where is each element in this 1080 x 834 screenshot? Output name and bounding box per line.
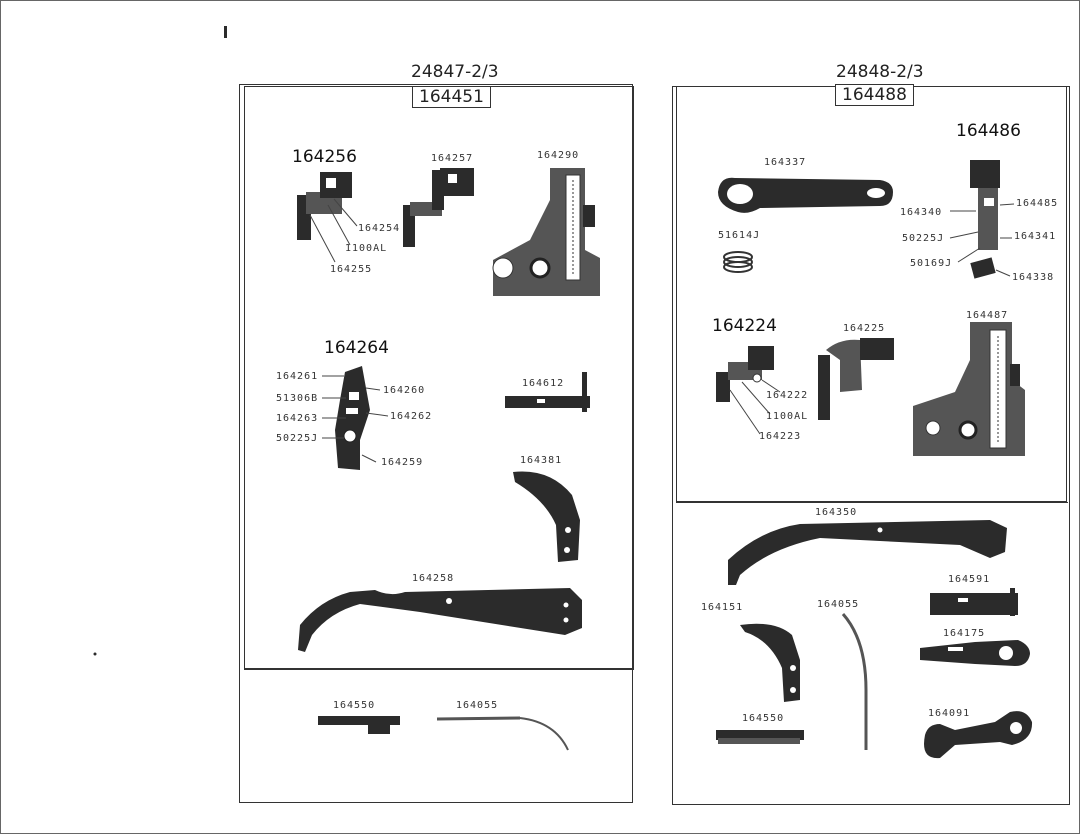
right-group2-title: 164224 (712, 316, 777, 336)
part-164257-drawing (403, 168, 474, 247)
part-label: 164261 (276, 371, 319, 382)
part-164550-left-drawing (318, 716, 400, 734)
part-label-164290: 164290 (537, 150, 580, 161)
part-label: 164222 (766, 390, 809, 401)
part-164175-drawing (920, 640, 1030, 666)
part-164612-drawing (505, 372, 590, 412)
part-label: 1100AL (345, 243, 388, 254)
part-label-164337: 164337 (764, 157, 807, 168)
part-label-164487: 164487 (966, 310, 1009, 321)
part-label: 164338 (1012, 272, 1055, 283)
part-label-164612: 164612 (522, 378, 565, 389)
part-label-164258: 164258 (412, 573, 455, 584)
part-label: 164340 (900, 207, 943, 218)
part-label-164550: 164550 (742, 713, 785, 724)
part-164224-drawing (716, 346, 781, 435)
right-panel-divider (676, 502, 1068, 503)
part-label-51614J: 51614J (718, 230, 761, 241)
part-164290-drawing (492, 168, 600, 296)
part-label: 164223 (759, 431, 802, 442)
part-label-164055: 164055 (456, 700, 499, 711)
part-label-164055: 164055 (817, 599, 860, 610)
part-164381-drawing (513, 471, 580, 562)
part-164225-drawing (818, 338, 894, 420)
part-label: 50225J (902, 233, 945, 244)
left-group1-title: 164256 (292, 147, 357, 167)
left-group2-title: 164264 (324, 338, 389, 358)
right-model-number: 24848-2/3 (836, 62, 924, 82)
part-164151-drawing (740, 623, 800, 702)
part-label: 51306B (276, 393, 319, 404)
part-label-164591: 164591 (948, 574, 991, 585)
part-label-164257: 164257 (431, 153, 474, 164)
part-label: 164255 (330, 264, 373, 275)
right-panel-inner-frame (676, 86, 1067, 502)
part-label: 164262 (390, 411, 433, 422)
part-164550-right-drawing (716, 730, 804, 744)
part-label-164381: 164381 (520, 455, 563, 466)
left-panel-bottom-divider (244, 668, 632, 669)
part-label: 164263 (276, 413, 319, 424)
left-model-number: 24847-2/3 (411, 62, 499, 82)
part-label-164151: 164151 (701, 602, 744, 613)
part-label: 164485 (1016, 198, 1059, 209)
part-label-164091: 164091 (928, 708, 971, 719)
part-label: 50169J (910, 258, 953, 269)
left-kit-number: 164451 (412, 86, 491, 108)
part-label-164350: 164350 (815, 507, 858, 518)
part-164264-drawing (322, 366, 389, 470)
part-label: 50225J (276, 433, 319, 444)
part-label-164175: 164175 (943, 628, 986, 639)
right-group1-title: 164486 (956, 121, 1021, 141)
part-label: 164260 (383, 385, 426, 396)
part-164258-drawing (298, 588, 582, 652)
part-label: 164259 (381, 457, 424, 468)
part-label-164225: 164225 (843, 323, 886, 334)
part-164591-drawing (930, 588, 1018, 616)
part-164091-drawing (924, 711, 1033, 759)
part-164256-drawing (297, 172, 358, 263)
part-label: 164341 (1014, 231, 1057, 242)
part-164055-right-drawing (841, 613, 868, 750)
part-164055-left-drawing (436, 716, 569, 751)
part-164350-drawing (728, 520, 1007, 585)
part-label: 1100AL (766, 411, 809, 422)
part-51614J-drawing (723, 251, 753, 273)
right-kit-number: 164488 (835, 84, 914, 106)
part-164337-drawing (718, 177, 893, 213)
part-label-164550: 164550 (333, 700, 376, 711)
part-164487-drawing (913, 322, 1025, 456)
left-panel-frame (239, 84, 633, 803)
part-label: 164254 (358, 223, 401, 234)
part-164486-drawing (949, 160, 1015, 279)
